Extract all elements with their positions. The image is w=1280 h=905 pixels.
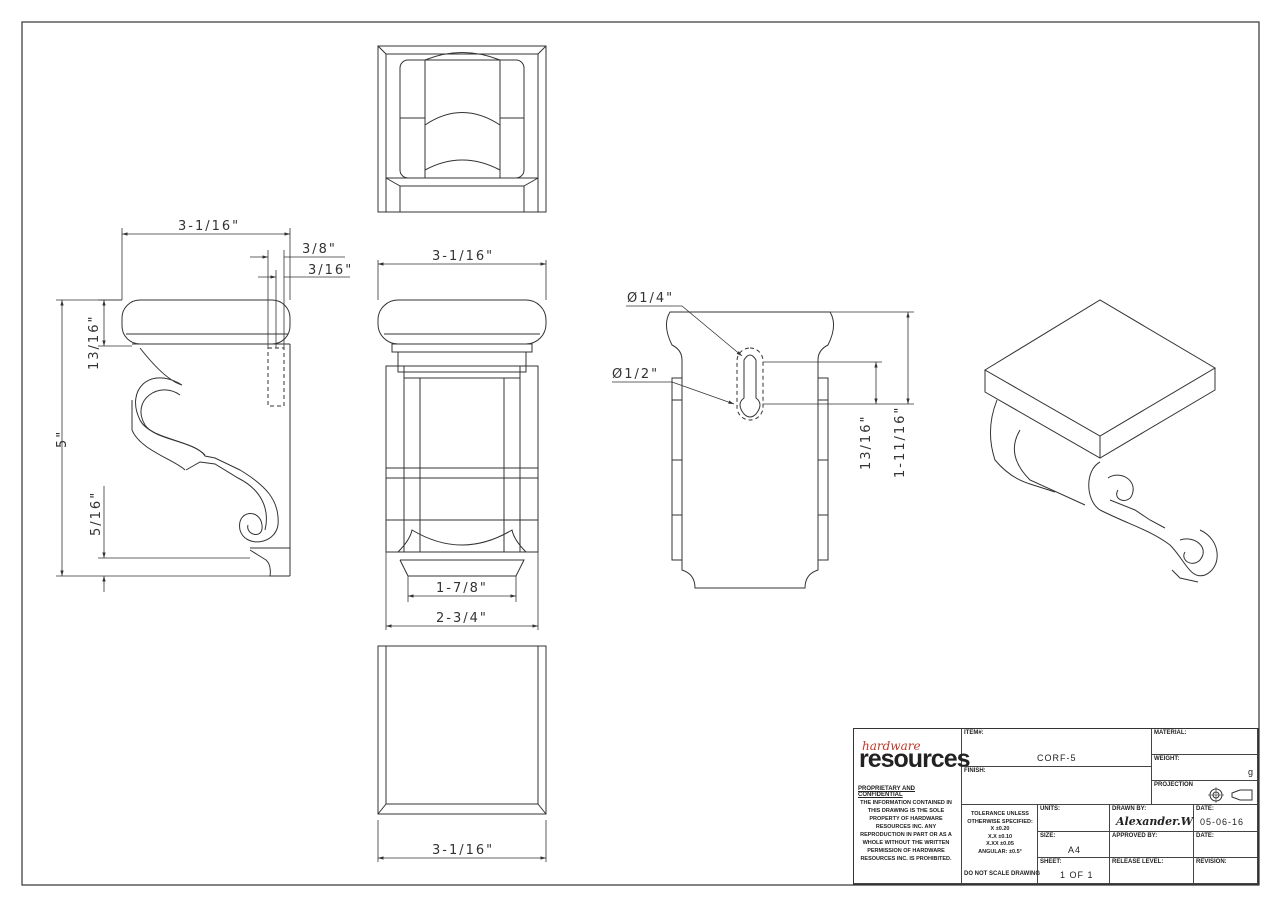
back-view [666, 311, 834, 589]
proprietary-text: THE INFORMATION CONTAINED IN THIS DRAWIN… [860, 800, 952, 862]
dim-side-offset-b: 3/16" [308, 263, 353, 278]
weight-cell: WEIGHT: g [1152, 755, 1258, 781]
item-cell: ITEM#: CORF-5 [962, 729, 1152, 767]
dim-front-base-width: 2-3/4" [436, 611, 488, 626]
sheet-label: SHEET: [1040, 859, 1062, 865]
dim-back-hole-large: Ø1/2" [612, 367, 659, 382]
weight-value: g [1247, 767, 1254, 777]
finish-cell: FINISH: [962, 767, 1152, 805]
finish-label: FINISH: [964, 768, 986, 774]
approved-by-label: APPROVED BY: [1112, 833, 1158, 839]
date2-cell: DATE: [1194, 832, 1258, 858]
title-block: hardware resources PROPRIETARY AND CONFI… [853, 728, 1259, 885]
dim-back-slot-height: 13/16" [859, 415, 874, 470]
sheet-cell: SHEET: 1 OF 1 [1038, 858, 1110, 884]
item-label: ITEM#: [964, 730, 984, 736]
release-level-label: RELEASE LEVEL: [1112, 859, 1164, 865]
release-level-cell: RELEASE LEVEL: [1110, 858, 1194, 884]
logo-main-text: resources [859, 745, 971, 773]
tolerance-line-3: X ±0.20 [990, 826, 1010, 832]
size-cell: SIZE: A4 [1038, 832, 1110, 858]
drawing-border [21, 21, 1260, 886]
drawn-by-signature: Alexander.W [1116, 815, 1194, 828]
proprietary-title: PROPRIETARY AND CONFIDENTIAL [858, 786, 916, 798]
revision-cell: REVISION: [1194, 858, 1258, 884]
dim-back-hole-small: Ø1/4" [627, 291, 674, 306]
units-label: UNITS: [1040, 806, 1060, 812]
date2-label: DATE: [1196, 833, 1214, 839]
date-cell: DATE: 05-06-16 [1194, 805, 1258, 832]
isometric-view [984, 299, 1218, 583]
drawn-by-label: DRAWN BY: [1112, 806, 1147, 812]
size-value: A4 [1068, 845, 1082, 855]
front-view [377, 299, 547, 577]
projection-cell: PROJECTION [1152, 781, 1258, 805]
dim-side-width: 3-1/16" [178, 219, 240, 234]
projection-label: PROJECTION [1154, 782, 1194, 788]
logo-small-text: hardware [862, 739, 921, 753]
do-not-scale-label: DO NOT SCALE DRAWING [964, 871, 1040, 877]
bottom-view [377, 645, 547, 815]
date-label: DATE: [1196, 806, 1214, 812]
tolerance-line-1: TOLERANCE UNLESS [971, 811, 1029, 817]
dim-side-cap-height: 13/16" [87, 315, 102, 370]
drawn-by-cell: DRAWN BY: Alexander.W [1110, 805, 1194, 832]
tolerance-line-4: X.X ±0.10 [987, 833, 1013, 840]
tolerance-cell: TOLERANCE UNLESS OTHERWISE SPECIFIED: X … [962, 805, 1040, 884]
tolerance-line-5: X.XX ±0.05 [986, 841, 1014, 847]
material-cell: MATERIAL: [1152, 729, 1258, 755]
revision-label: REVISION: [1196, 859, 1227, 865]
approved-by-cell: APPROVED BY: [1110, 832, 1194, 858]
dim-front-inner-width: 1-7/8" [436, 581, 488, 596]
weight-label: WEIGHT: [1154, 756, 1180, 762]
logo-cell: hardware resources PROPRIETARY AND CONFI… [854, 729, 971, 884]
dim-side-offset-a: 3/8" [302, 242, 337, 257]
date-value: 05-06-16 [1200, 817, 1245, 827]
dim-side-foot-height: 5/16" [89, 491, 104, 536]
units-cell: UNITS: [1038, 805, 1110, 832]
dimension-lines [56, 228, 914, 862]
tolerance-line-2: OTHERWISE SPECIFIED: [967, 818, 1033, 825]
dim-bottom-width: 3-1/16" [432, 843, 494, 858]
item-value: CORF-5 [1037, 753, 1077, 763]
tolerance-line-6: ANGULAR: ±0.5° [978, 848, 1022, 855]
dim-back-slot-top-height: 1-11/16" [893, 406, 908, 478]
sheet-value: 1 OF 1 [1060, 870, 1094, 880]
material-label: MATERIAL: [1154, 730, 1187, 736]
size-label: SIZE: [1040, 833, 1056, 839]
top-view [377, 45, 547, 213]
dim-side-height: 5" [55, 430, 70, 448]
dim-front-width: 3-1/16" [432, 249, 494, 264]
projection-symbol-icon [1208, 787, 1253, 803]
side-view [121, 299, 291, 577]
